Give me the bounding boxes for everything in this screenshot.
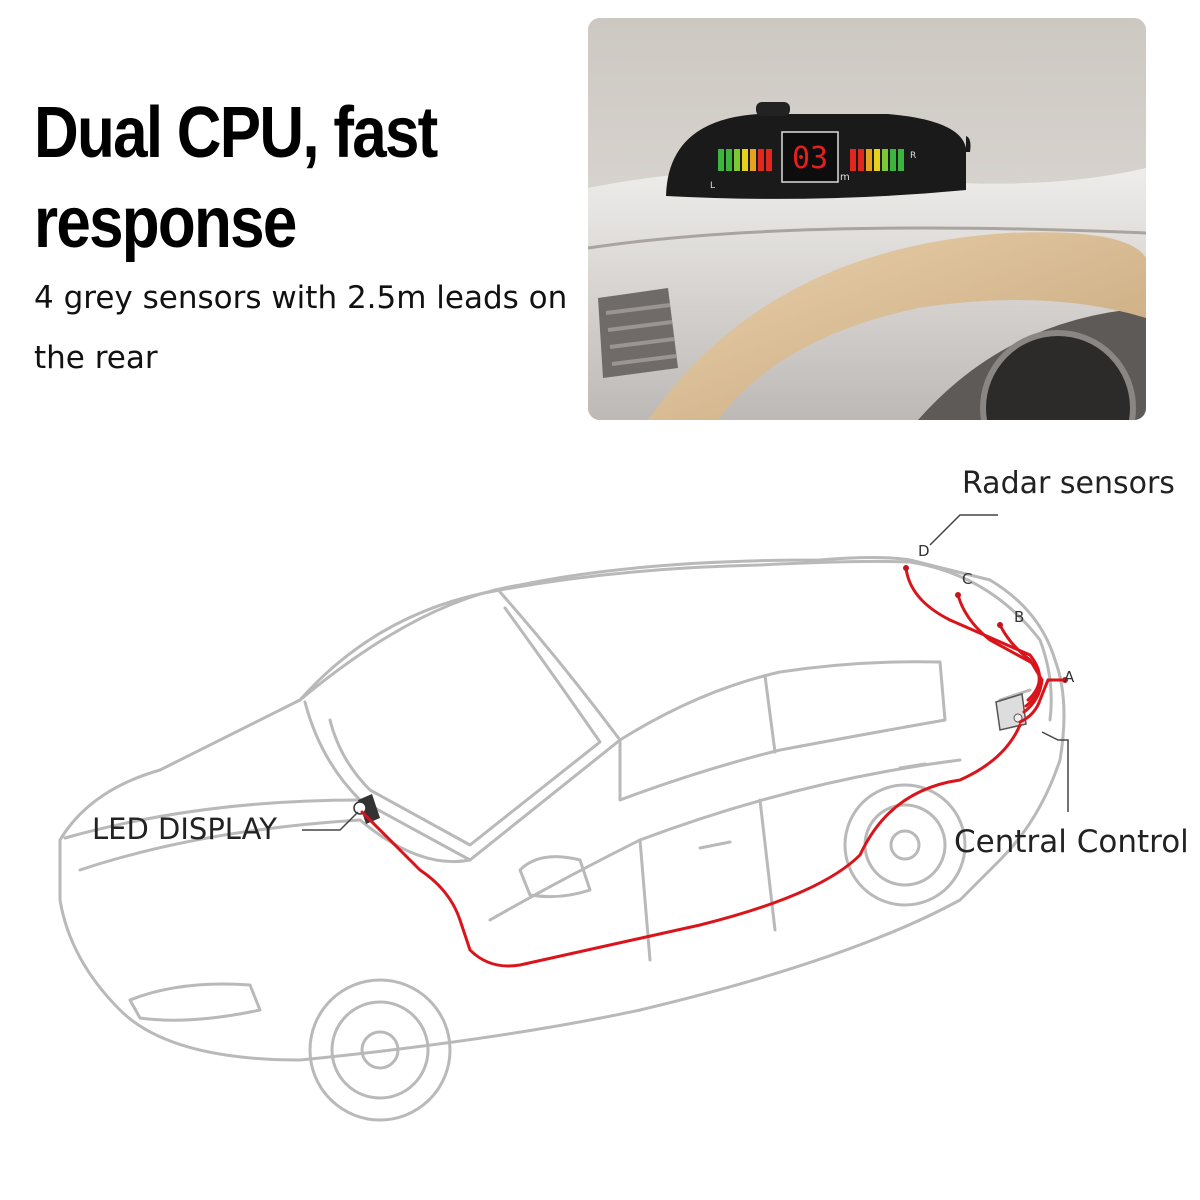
left-mark: L	[710, 181, 715, 191]
led-display-label: LED DISPLAY	[92, 812, 277, 846]
car-diagram	[58, 514, 1069, 1122]
parking-display: 03 m L R	[666, 102, 971, 199]
radar-sensors-label: Radar sensors	[962, 466, 1175, 501]
wiring-harness	[360, 566, 1067, 968]
led-display-box	[353, 794, 380, 824]
unit-label: m	[840, 172, 850, 183]
central-control-label: Central Control	[954, 824, 1189, 860]
dashboard-photo: 03 m L R	[588, 18, 1146, 420]
distance-readout: 03	[792, 141, 828, 176]
leader-lines	[302, 514, 1069, 831]
steering-wheel	[648, 232, 1146, 420]
right-mark: R	[910, 151, 916, 161]
sensor-label-d: D	[918, 542, 930, 560]
central-control-box	[995, 693, 1027, 731]
air-vent	[598, 288, 678, 378]
sensor-points	[903, 565, 1068, 683]
car-outline	[58, 556, 1066, 1122]
headline: Dual CPU, fast response	[34, 93, 438, 263]
sensor-label-c: C	[962, 570, 973, 588]
subline: 4 grey sensors with 2.5m leads on the re…	[34, 280, 568, 376]
sensor-label-a: A	[1064, 668, 1075, 686]
sensor-label-b: B	[1014, 608, 1025, 626]
